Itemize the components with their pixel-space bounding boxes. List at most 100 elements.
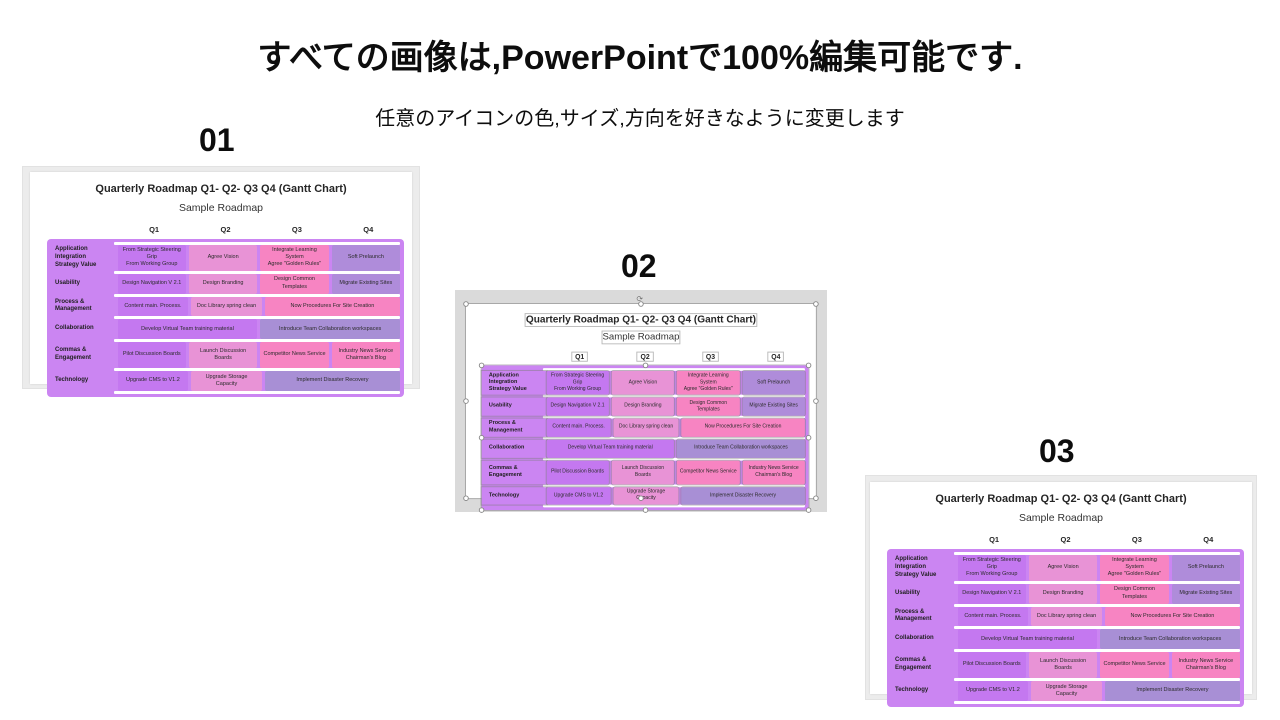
roadmap-cell[interactable]: Migrate Existing Sites: [331, 273, 401, 294]
roadmap-cell[interactable]: Design Common Templates: [676, 396, 741, 417]
roadmap-cell[interactable]: Content main. Process.: [545, 417, 612, 438]
roadmap-cell[interactable]: Now Procedures For Site Creation: [264, 296, 401, 317]
roadmap-cell[interactable]: Migrate Existing Sites: [741, 396, 806, 417]
roadmap-row-label[interactable]: Application Integration Strategy Value: [480, 370, 548, 396]
roadmap-cell[interactable]: Now Procedures For Site Creation: [680, 417, 806, 438]
roadmap-cell[interactable]: Introduce Team Collaboration workspaces: [1100, 629, 1240, 650]
roadmap-cell[interactable]: Design Branding: [1028, 583, 1098, 604]
roadmap-row-label[interactable]: Commas & Engagement: [480, 459, 548, 485]
roadmap-slide[interactable]: Quarterly Roadmap Q1- Q2- Q3 Q4 (Gantt C…: [463, 294, 819, 514]
roadmap-cell[interactable]: Implement Disaster Recovery: [264, 371, 401, 391]
roadmap-subtitle[interactable]: Sample Roadmap: [601, 330, 681, 345]
selection-handle-icon[interactable]: [805, 435, 812, 441]
selection-handle-icon[interactable]: [642, 507, 648, 514]
roadmap-cell[interactable]: From Strategic Steering Grip From Workin…: [957, 554, 1026, 581]
roadmap-cell[interactable]: Pilot Discussion Boards: [117, 342, 186, 368]
roadmap-row-label: Commas & Engagement: [55, 347, 92, 362]
roadmap-slide[interactable]: Quarterly Roadmap Q1- Q2- Q3 Q4 (Gantt C…: [870, 481, 1252, 707]
roadmap-cell[interactable]: Pilot Discussion Boards: [957, 652, 1026, 678]
roadmap-cell[interactable]: Soft Prelaunch: [1171, 554, 1241, 581]
quarter-header-label[interactable]: Q4: [767, 351, 785, 363]
roadmap-cell[interactable]: Design Navigation V 2.1: [957, 583, 1026, 604]
quarter-header-label: Q1: [149, 224, 160, 234]
selection-handle-icon[interactable]: [813, 301, 819, 307]
roadmap-thumbnail-03[interactable]: Quarterly Roadmap Q1- Q2- Q3 Q4 (Gantt C…: [865, 475, 1257, 707]
roadmap-cell[interactable]: Soft Prelaunch: [331, 244, 401, 271]
roadmap-row-cells: From Strategic Steering Grip From Workin…: [545, 370, 806, 396]
roadmap-cell[interactable]: Upgrade CMS to V1.2: [545, 485, 612, 506]
selection-handle-icon[interactable]: [463, 495, 469, 501]
roadmap-cell[interactable]: Develop Virtual Team training material: [545, 438, 676, 459]
roadmap-cell[interactable]: Agree Vision: [610, 370, 676, 396]
roadmap-cell[interactable]: Pilot Discussion Boards: [545, 459, 610, 485]
selection-handle-icon[interactable]: [463, 398, 469, 404]
roadmap-cell[interactable]: Upgrade CMS to V1.2: [957, 681, 1029, 701]
roadmap-cell[interactable]: Upgrade CMS to V1.2: [117, 371, 189, 391]
roadmap-row-label[interactable]: Collaboration: [480, 438, 548, 459]
roadmap-cell[interactable]: Upgrade Storage Capacity: [191, 371, 262, 391]
roadmap-cell[interactable]: Doc Library spring clean: [1031, 606, 1102, 627]
roadmap-cell[interactable]: Design Common Templates: [260, 273, 329, 294]
roadmap-cell[interactable]: Develop Virtual Team training material: [117, 319, 258, 340]
roadmap-cell[interactable]: Industry News Service Chairman's Blog: [331, 342, 401, 368]
roadmap-cell[interactable]: Content main. Process.: [957, 606, 1029, 627]
roadmap-cell[interactable]: Design Branding: [610, 396, 676, 417]
roadmap-cell[interactable]: Integrate Learning System Agree "Golden …: [1100, 554, 1169, 581]
roadmap-cell[interactable]: From Strategic Steering Grip From Workin…: [117, 244, 186, 271]
roadmap-cell[interactable]: Doc Library spring clean: [612, 417, 680, 438]
roadmap-cell[interactable]: Design Common Templates: [1100, 583, 1169, 604]
quarter-header-label[interactable]: Q3: [702, 351, 719, 363]
roadmap-row-label[interactable]: Technology: [480, 485, 548, 506]
roadmap-cell[interactable]: Competitor News Service: [676, 459, 741, 485]
roadmap-cell[interactable]: Implement Disaster Recovery: [1104, 681, 1241, 701]
roadmap-cell[interactable]: Design Navigation V 2.1: [117, 273, 186, 294]
roadmap-cell[interactable]: Agree Vision: [188, 244, 258, 271]
selection-handle-icon[interactable]: [805, 507, 812, 514]
selection-handle-icon[interactable]: [638, 301, 644, 307]
roadmap-cell[interactable]: Implement Disaster Recovery: [680, 485, 806, 506]
row-separator: [543, 483, 805, 487]
roadmap-thumbnail-01[interactable]: Quarterly Roadmap Q1- Q2- Q3 Q4 (Gantt C…: [22, 166, 420, 397]
roadmap-slide[interactable]: Quarterly Roadmap Q1- Q2- Q3 Q4 (Gantt C…: [30, 171, 412, 397]
quarter-header-label[interactable]: Q2: [636, 351, 654, 363]
roadmap-cell[interactable]: Introduce Team Collaboration workspaces: [260, 319, 400, 340]
roadmap-cell[interactable]: Competitor News Service: [260, 342, 329, 368]
roadmap-cell[interactable]: Design Navigation V 2.1: [545, 396, 610, 417]
row-separator: [954, 580, 1240, 584]
roadmap-cell[interactable]: Launch Discussion Boards: [610, 459, 676, 485]
roadmap-cell[interactable]: Develop Virtual Team training material: [957, 629, 1098, 650]
roadmap-cell[interactable]: Migrate Existing Sites: [1171, 583, 1241, 604]
selection-handle-icon[interactable]: [463, 301, 469, 307]
roadmap-row-label: Application Integration Strategy Value: [55, 246, 97, 268]
roadmap-cell[interactable]: From Strategic Steering Grip From Workin…: [545, 370, 610, 396]
selection-handle-icon[interactable]: [478, 507, 485, 514]
roadmap-cell[interactable]: Launch Discussion Boards: [188, 342, 258, 368]
roadmap-cell[interactable]: Doc Library spring clean: [191, 296, 262, 317]
roadmap-cell[interactable]: Agree Vision: [1028, 554, 1098, 581]
roadmap-cell[interactable]: Soft Prelaunch: [741, 370, 806, 396]
roadmap-row-label[interactable]: Process & Management: [480, 417, 548, 438]
roadmap-thumbnail-02[interactable]: Quarterly Roadmap Q1- Q2- Q3 Q4 (Gantt C…: [455, 290, 827, 514]
rotate-handle-icon[interactable]: ⟳: [636, 293, 644, 304]
roadmap-cell[interactable]: Competitor News Service: [1100, 652, 1169, 678]
roadmap-cell[interactable]: Industry News Service Chairman's Blog: [741, 459, 806, 485]
roadmap-cell[interactable]: Upgrade Storage Capacity: [612, 485, 680, 506]
roadmap-cell[interactable]: Integrate Learning System Agree "Golden …: [260, 244, 329, 271]
roadmap-cell[interactable]: Integrate Learning System Agree "Golden …: [676, 370, 741, 396]
roadmap-cell[interactable]: Design Branding: [188, 273, 258, 294]
selection-handle-icon[interactable]: [813, 398, 819, 404]
roadmap-cell[interactable]: Launch Discussion Boards: [1028, 652, 1098, 678]
selection-handle-icon[interactable]: [813, 495, 819, 501]
roadmap-cell[interactable]: Industry News Service Chairman's Blog: [1171, 652, 1241, 678]
roadmap-cell[interactable]: Upgrade Storage Capacity: [1031, 681, 1102, 701]
roadmap-cell[interactable]: Now Procedures For Site Creation: [1104, 606, 1241, 627]
quarter-header-label[interactable]: Q1: [571, 351, 588, 363]
roadmap-row-label[interactable]: Usability: [480, 396, 548, 417]
roadmap-cell[interactable]: Introduce Team Collaboration workspaces: [676, 438, 806, 459]
roadmap-title[interactable]: Quarterly Roadmap Q1- Q2- Q3 Q4 (Gantt C…: [524, 313, 757, 328]
roadmap-row-label: Process & Management: [895, 608, 932, 623]
roadmap-cell[interactable]: Content main. Process.: [117, 296, 189, 317]
